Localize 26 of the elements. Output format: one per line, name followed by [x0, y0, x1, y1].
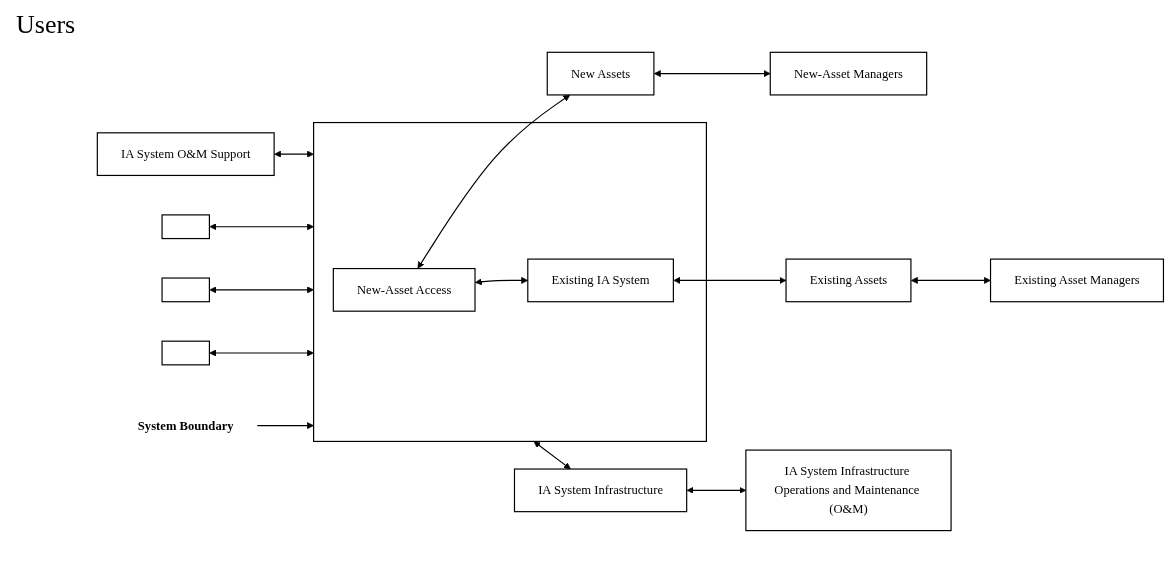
- node-box: [161, 340, 211, 366]
- cluster: [313, 122, 708, 443]
- arrow: [533, 441, 572, 470]
- arrow: [209, 349, 315, 357]
- arrow: [686, 486, 747, 494]
- node-box: New-Asset Managers: [769, 51, 928, 96]
- node-box: Existing Asset Managers: [990, 258, 1165, 303]
- node-box: IA System Infrastructure: [514, 468, 688, 513]
- node-box: [161, 214, 211, 240]
- arrow: [274, 150, 315, 158]
- node-box: New-Asset Access: [332, 268, 476, 312]
- node-text: System Boundary: [138, 418, 234, 432]
- arrow: [673, 277, 787, 284]
- arrow: [256, 422, 315, 430]
- node-box: Existing IA System: [527, 258, 675, 303]
- node-box: New Assets: [546, 51, 655, 96]
- node-box: IA System O&M Support: [96, 132, 275, 177]
- arrow: [654, 70, 771, 78]
- node-box: Existing Assets: [785, 258, 912, 303]
- arrow: [209, 286, 315, 294]
- arrow: [475, 277, 529, 286]
- arrow: [417, 94, 571, 269]
- group-label: Users: [16, 10, 76, 40]
- arrow: [209, 223, 315, 231]
- node-box: [161, 277, 211, 303]
- node-box: IA System Infrastructure Operations and Maintenance (O&M): [745, 449, 952, 532]
